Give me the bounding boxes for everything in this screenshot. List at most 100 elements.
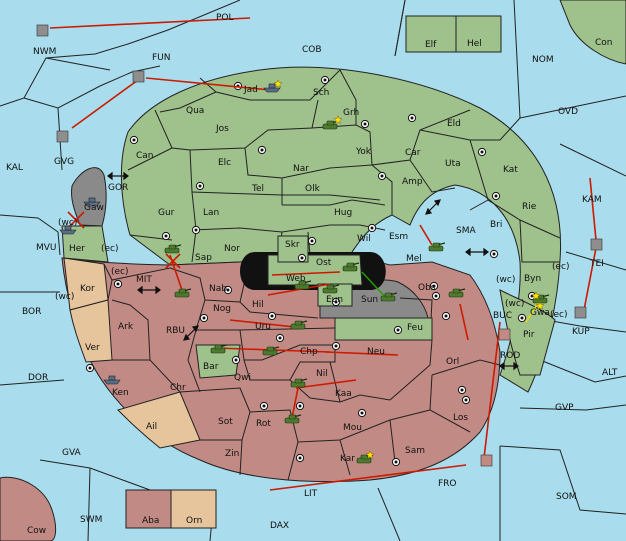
unit-marker-fleet[interactable]: [480, 454, 493, 467]
unit-army[interactable]: [290, 378, 308, 388]
label-dax: DAX: [270, 521, 289, 531]
label-gva: GVA: [62, 448, 82, 458]
coast-label: (ec): [101, 244, 119, 254]
supply-centre-dot: [310, 239, 314, 243]
unit-marker-fleet[interactable]: [56, 130, 69, 143]
label-gvp: GVP: [555, 403, 574, 413]
supply-centre-dot: [298, 404, 302, 408]
dislodge-star-icon: [333, 115, 343, 124]
label-skr: Skr: [285, 240, 300, 250]
unit-army[interactable]: [322, 284, 340, 294]
unit-army[interactable]: [290, 320, 308, 330]
unit-army[interactable]: [210, 344, 228, 354]
supply-centre-dot: [380, 174, 384, 178]
supply-centre-dot: [198, 184, 202, 188]
label-nor: Nor: [224, 244, 240, 254]
unit-army[interactable]: [322, 120, 340, 130]
coast-label: (ec): [552, 262, 570, 272]
label-ark: Ark: [118, 322, 134, 332]
region-feu: [334, 317, 433, 341]
unit-army[interactable]: [164, 244, 182, 254]
supply-centre-dot: [234, 358, 238, 362]
label-orl: Orl: [446, 357, 459, 367]
sea-labels: POL NWM FUN COB NOM OVD KAL GVG GOR MVU …: [6, 13, 618, 531]
unit-army[interactable]: [284, 414, 302, 424]
label-hil: Hil: [252, 300, 264, 310]
unit-fleet[interactable]: [59, 225, 77, 235]
label-byn: Byn: [524, 274, 541, 284]
region-pir-strip: [499, 289, 556, 376]
label-kup: KUP: [572, 327, 590, 337]
label-uta: Uta: [445, 159, 461, 169]
label-eld: Eld: [447, 119, 461, 129]
label-kor: Kor: [80, 284, 95, 294]
unit-army[interactable]: [342, 262, 360, 272]
label-lan: Lan: [203, 208, 219, 218]
unit-army[interactable]: [380, 292, 398, 302]
label-gaw: Gaw: [84, 203, 104, 213]
dislodge-star-icon: [531, 291, 541, 300]
coast-label: (wc): [505, 299, 524, 309]
label-sap: Sap: [195, 253, 212, 263]
label-nil: Nil: [316, 369, 328, 379]
unit-marker-fleet[interactable]: [574, 306, 587, 319]
supply-centre-dot: [432, 284, 436, 288]
unit-marker-fleet[interactable]: [498, 328, 511, 341]
label-gur: Gur: [158, 208, 175, 218]
unit-marker-fleet[interactable]: [36, 24, 49, 37]
unit-army[interactable]: [262, 346, 280, 356]
label-dor: DOR: [28, 373, 48, 383]
unit-marker-fleet[interactable]: [590, 238, 603, 251]
region-aba: [125, 489, 172, 529]
label-grh: Grh: [343, 108, 359, 118]
region-ver: [69, 299, 113, 363]
label-qwi: Qwi: [234, 373, 251, 383]
order-x-marks: [67, 211, 181, 269]
label-qua: Qua: [186, 106, 204, 116]
supply-centre-dot: [202, 316, 206, 320]
label-alt: ALT: [602, 368, 618, 378]
label-obs: Obs: [418, 283, 436, 293]
unit-army[interactable]: [448, 288, 466, 298]
label-nar: Nar: [293, 164, 309, 174]
region-elf: [405, 15, 457, 53]
label-ail: Ail: [146, 422, 157, 432]
label-aba: Aba: [142, 516, 159, 526]
supply-centre-dot: [360, 411, 364, 415]
coast-label: (ec): [111, 267, 129, 277]
unit-layer: [36, 24, 603, 467]
label-ken: Ken: [112, 388, 129, 398]
unit-army[interactable]: [294, 280, 312, 290]
label-kat: Kat: [503, 165, 518, 175]
label-cob: COB: [302, 45, 322, 55]
region-ail: [117, 391, 201, 449]
label-sam: Sam: [405, 446, 425, 456]
supply-centre-dot: [298, 456, 302, 460]
label-elf: Elf: [425, 40, 437, 50]
unit-army[interactable]: [174, 288, 192, 298]
supply-centre-dot: [260, 148, 264, 152]
unit-fleet[interactable]: [103, 375, 121, 385]
label-rot: Rot: [256, 419, 271, 429]
label-kal: KAL: [6, 163, 23, 173]
label-ovd: OVD: [558, 107, 578, 117]
label-pol: POL: [216, 13, 234, 23]
label-sot: Sot: [218, 417, 233, 427]
label-gvg: GVG: [54, 157, 74, 167]
unit-fleet[interactable]: [263, 83, 281, 93]
coast-label: (wc): [55, 292, 74, 302]
label-rod: ROD: [500, 351, 520, 361]
supply-centre-dot: [370, 226, 374, 230]
unit-fleet[interactable]: [83, 197, 101, 207]
unit-army[interactable]: [428, 242, 446, 252]
label-bar: Bar: [203, 362, 219, 372]
label-rbu: RBU: [166, 326, 185, 336]
label-chp: Chp: [300, 347, 318, 357]
dislodge-star-icon: [365, 450, 375, 459]
supply-centre-dot: [334, 300, 338, 304]
label-gwa: Gwa: [530, 308, 550, 318]
unit-marker-fleet[interactable]: [132, 70, 145, 83]
label-los: Los: [453, 413, 468, 423]
supply-centre-dot: [520, 316, 524, 320]
